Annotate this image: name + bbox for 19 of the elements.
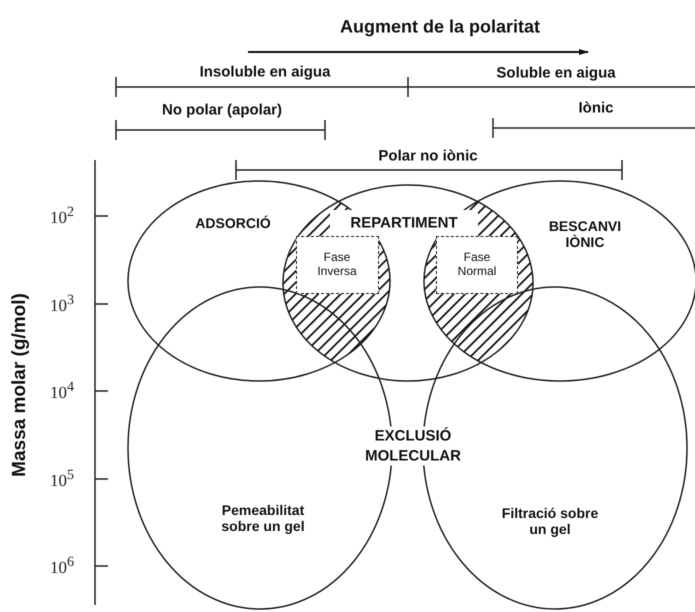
node-label: BESCANVI IÒNIC	[548, 218, 622, 250]
node-label: Fase Normal	[456, 251, 498, 279]
range-label: Soluble en aigua	[496, 64, 616, 82]
range-label: Polar no iònic	[378, 148, 478, 164]
tick-label: 10$^{6}$	[50, 554, 74, 578]
node-label: Filtració sobre un gel	[500, 504, 600, 538]
range-label: Insoluble en aigua	[200, 64, 330, 80]
tick-label: 10$^{3}$	[50, 292, 74, 316]
node-label: REPARTIMENT	[350, 214, 458, 232]
node-label: Pemeabilitat sobre un gel	[220, 502, 306, 534]
node-label: ADSORCIÓ	[195, 214, 271, 232]
tick-label: 10$^{5}$	[50, 467, 74, 491]
tick-label: 10$^{4}$	[50, 379, 74, 403]
axis-title: Augment de la polaritat	[340, 16, 540, 38]
range-label: Iònic	[578, 100, 614, 116]
axis-title: Massa molar (g/mol)	[9, 293, 31, 477]
tick-label: 10$^{2}$	[50, 204, 74, 228]
range-label: No polar (apolar)	[162, 102, 282, 118]
node-label: Fase Inversa	[316, 251, 358, 279]
